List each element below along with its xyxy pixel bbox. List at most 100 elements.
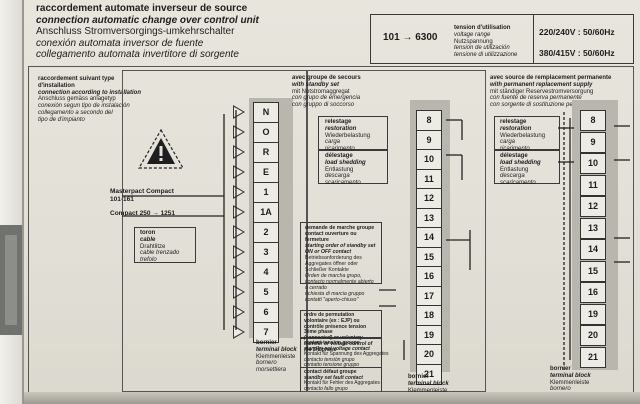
toron-text: toron cable Drahtlitze cable trenzado tr… [140, 230, 179, 264]
voltage-label-en: voltage range [454, 31, 491, 38]
left-diagram-box [122, 70, 308, 392]
left-title-es: conexión segun tipo de instalación [38, 103, 130, 110]
m-delestage: délestage [325, 153, 353, 159]
middle-block-en: terminal block [408, 380, 449, 387]
demande-en: starting order of standby set ON or OFF … [305, 243, 376, 255]
terminal-15: 15 [580, 260, 606, 282]
terminal-10: 10 [580, 153, 606, 174]
toron-it: trefolo [140, 257, 157, 264]
left-block-it: morsettiera [256, 367, 287, 374]
din-rail [0, 225, 26, 335]
r-descarga: descarga [500, 173, 525, 180]
left-block-en: terminal block [256, 346, 297, 353]
right-block-en: terminal block [550, 372, 591, 379]
m-wieder: Wiederbelastung [325, 132, 371, 139]
m-descarga: descarga [325, 173, 350, 180]
right-block-fr: bornier [550, 366, 571, 372]
demande-de: Betriebsanforderung des Aggregates öffne… [305, 255, 362, 273]
demande-box: demande de marche groupe contact ouvertu… [300, 222, 382, 303]
contact-defaut-text: contact défaut groupe standby set fault … [304, 369, 380, 392]
demande-es: Orden de marcha grupo, contacto normalme… [305, 273, 374, 291]
cd-de: Kontakt für Fehler des Aggregates [304, 380, 380, 387]
terminal-1: 1 [253, 182, 279, 203]
r-scaricamento: scaricamento [500, 180, 536, 187]
title-fr: raccordement automate inverseur de sourc… [36, 3, 248, 14]
right-delestage-box: délestage load shedding Entlastung desca… [494, 150, 560, 187]
left-title-de: Anschluss gemäss anlagetyp [38, 96, 116, 103]
terminal-12: 12 [580, 196, 606, 217]
contact-tension-text: contact tension groupe standby set volta… [304, 340, 389, 369]
right-relestage-box: relestage restoration Wiederbelastung ca… [494, 116, 560, 153]
m-carga: carga [325, 139, 341, 146]
wall [0, 0, 22, 404]
terminal-16: 16 [580, 282, 606, 303]
voltage-value-1: 220/240V : 50/60Hz [539, 27, 615, 37]
right-title-it: con sorgente di sostituzione permanente [490, 102, 599, 109]
cd-es: contacto fallo grupo [304, 385, 348, 392]
m-restoration: restoration [325, 125, 357, 132]
right-title-en: with permanent replacement supply [490, 81, 593, 88]
voltage-label-de: Nutzspannung [454, 38, 493, 45]
plate-bottom-edge [24, 392, 640, 404]
middle-title-en: with standby set [292, 81, 340, 88]
left-block-es: bornero [256, 360, 277, 367]
title-en: connection automatic change over control… [36, 14, 259, 26]
masterpact-label: Masterpact Compact 101-161 [110, 188, 174, 203]
m-relestage: relestage [325, 119, 352, 125]
voltage-label-fr: tension d'utilisation [454, 25, 511, 31]
voltage-labels: tension d'utilisation voltage range Nutz… [454, 25, 517, 59]
title-es: conexión automata inversor de fuente [36, 37, 204, 49]
middle-block-label: bornier terminal block Klemmenleiste [408, 374, 449, 394]
right-relestage-text: relestage restoration Wiederbelastung ca… [500, 119, 545, 153]
title-it: collegamento automata invertitore di sor… [36, 49, 239, 60]
middle-relestage-text: relestage restoration Wiederbelastung ca… [325, 119, 370, 153]
r-wieder: Wiederbelastung [500, 132, 546, 139]
r-carga: carga [500, 139, 516, 146]
toron-fr: toron [140, 230, 156, 236]
m-load-shedding: load shedding [325, 159, 366, 166]
middle-relestage-box: relestage restoration Wiederbelastung ca… [318, 116, 388, 153]
left-panel-title: raccordement suivant type d'installation… [38, 76, 141, 124]
label-plate: raccordement automate inverseur de sourc… [22, 0, 640, 404]
ct-de: Kontakt für Spannung des Aggregates [304, 351, 389, 358]
toron-es: cable trenzado [140, 250, 180, 257]
terminal-8: 8 [580, 110, 606, 131]
toron-en: cable [140, 236, 156, 243]
cd-fr: contact défaut groupe [304, 369, 357, 375]
m-scaricamento: scaricamento [325, 180, 361, 187]
demande-it: richiesta di marcia gruppo contatti "ape… [305, 291, 365, 303]
left-block-de: Klemmenleiste [256, 353, 296, 360]
permutation-fr: ordre de permutation volontaire (ex : EJ… [304, 312, 367, 336]
voltage-range: 101 → 6300 [383, 32, 438, 43]
m-entlastung: Entlastung [325, 166, 354, 173]
ct-es: contacto tensión grupo [304, 356, 355, 363]
middle-title-fr: avec groupe de secours [292, 75, 361, 81]
right-panel-title: avec source de remplacement permanente w… [490, 75, 611, 109]
middle-title-es: con grupo de emergencia [292, 95, 361, 102]
terminal-7: 7 [253, 322, 279, 343]
middle-delestage-box: délestage load shedding Entlastung desca… [318, 150, 388, 187]
voltage-box: 101 → 6300 tension d'utilisation voltage… [370, 14, 634, 64]
toron-de: Drahtlitze [140, 243, 166, 250]
demande-fr: demande de marche groupe contact ouvertu… [305, 225, 375, 243]
demande-text: demande de marche groupe contact ouvertu… [305, 225, 377, 303]
compact-label: Compact 250 → 1251 [110, 210, 176, 217]
title-de: Anschluss Stromversorgings-umkehrschalte… [36, 26, 235, 37]
toron-box: toron cable Drahtlitze cable trenzado tr… [134, 227, 196, 263]
terminal-9: 9 [580, 131, 606, 153]
r-ricarimento: ricarimento [500, 146, 530, 153]
m-ricarimento: ricarimento [325, 146, 355, 153]
voltage-divider [533, 15, 534, 63]
right-block-de: Klemmenleiste [550, 379, 590, 386]
left-title-fr: raccordement suivant type d'installation [38, 76, 115, 89]
ct-fr: contact tension groupe [304, 340, 360, 346]
r-relestage: relestage [500, 119, 527, 125]
terminal-11: 11 [580, 174, 606, 196]
left-block-fr: bornier [256, 340, 277, 346]
middle-title-it: con gruppo di soccorso [292, 102, 355, 109]
terminal-14: 14 [580, 239, 606, 260]
terminal-19: 19 [580, 303, 606, 325]
ct-en: standby set voltage contact [304, 345, 370, 352]
right-block-es: bornero [550, 386, 571, 393]
